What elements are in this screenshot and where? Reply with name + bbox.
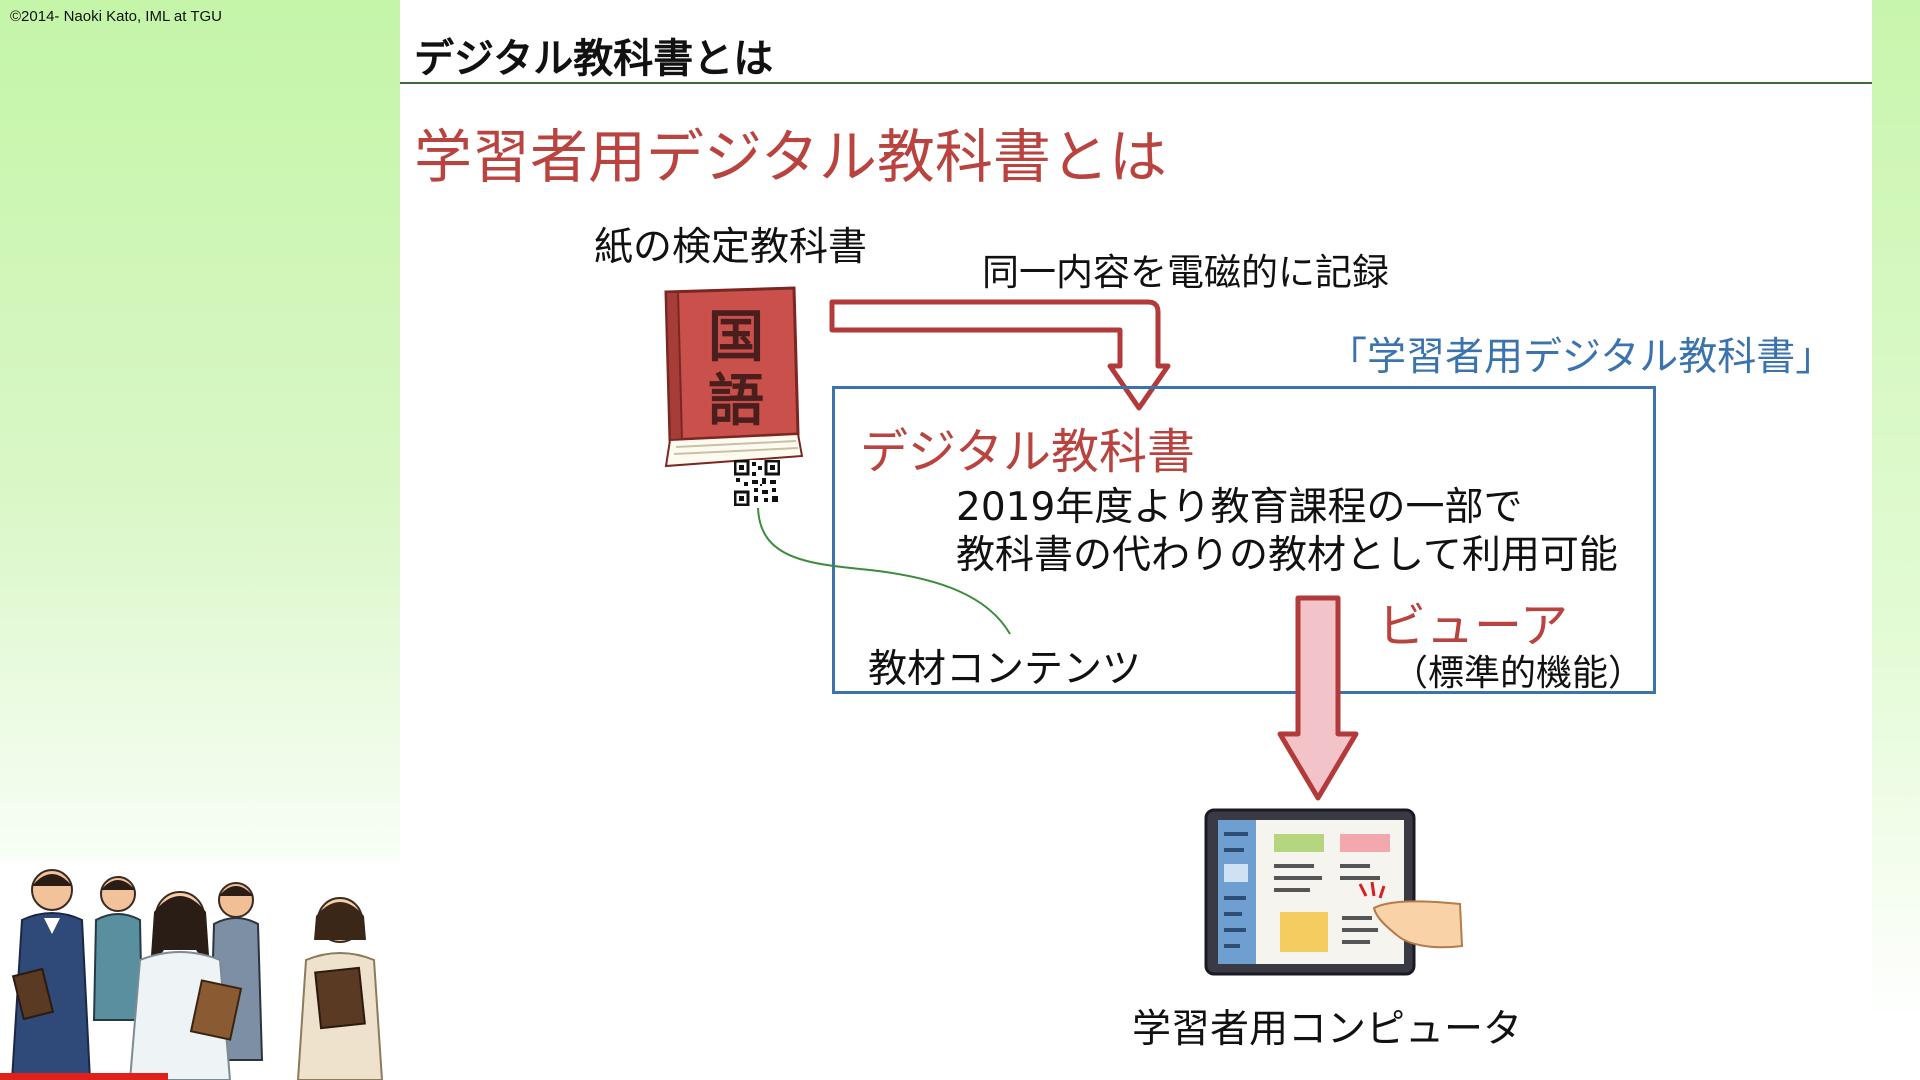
paper-textbook-label: 紙の検定教科書 bbox=[594, 225, 868, 270]
digital-textbook-heading: デジタル教科書 bbox=[860, 424, 1196, 480]
book-icon: 国 語 bbox=[664, 286, 804, 468]
header-divider bbox=[400, 82, 1872, 84]
slide-header-title: デジタル教科書とは bbox=[414, 36, 774, 82]
copyright-text: ©2014- Naoki Kato, IML at TGU bbox=[10, 8, 222, 25]
students-illustration bbox=[0, 860, 400, 1080]
learner-digital-textbook-label: 「学習者用デジタル教科書」 bbox=[1328, 335, 1835, 380]
progress-bar-red bbox=[0, 1073, 168, 1080]
slide-main-title: 学習者用デジタル教科書とは bbox=[414, 123, 1167, 191]
qr-code-icon bbox=[734, 460, 780, 506]
viewer-label: ビューア bbox=[1378, 598, 1569, 654]
content-label: 教材コンテンツ bbox=[868, 647, 1142, 692]
connector-curve bbox=[757, 507, 1011, 635]
book-char-2: 語 bbox=[708, 369, 764, 434]
digital-textbook-box bbox=[832, 386, 1656, 694]
book-char-1: 国 bbox=[708, 305, 764, 370]
right-gradient-strip bbox=[1872, 0, 1920, 1080]
electronic-record-label: 同一内容を電磁的に記録 bbox=[982, 251, 1389, 294]
tablet-icon bbox=[1204, 808, 1464, 976]
viewer-subtitle: （標準的機能） bbox=[1392, 653, 1645, 694]
down-arrow bbox=[1277, 595, 1359, 801]
learner-computer-label: 学習者用コンピュータ bbox=[1132, 1007, 1523, 1052]
bent-arrow bbox=[829, 299, 1171, 411]
description-line-1: 2019年度より教育課程の一部で bbox=[956, 485, 1523, 530]
description-line-2: 教科書の代わりの教材として利用可能 bbox=[956, 533, 1618, 578]
